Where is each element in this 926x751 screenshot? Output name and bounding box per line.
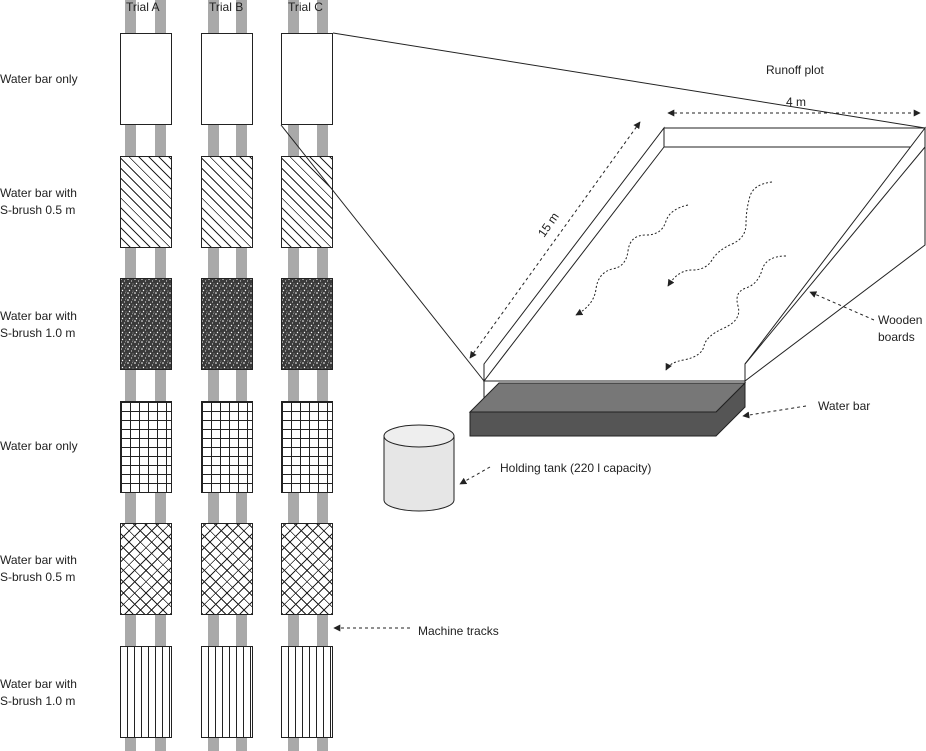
board-edge bbox=[744, 146, 926, 365]
treatment-label: Water bar only bbox=[0, 439, 78, 453]
runoff-flow-arrow bbox=[667, 181, 773, 287]
plot-blank bbox=[201, 33, 253, 125]
plot-diagonal-hatch bbox=[120, 156, 172, 248]
plot-cross-hatch bbox=[201, 523, 253, 615]
machine-track bbox=[236, 0, 247, 751]
runoff-flow-arrow bbox=[575, 204, 689, 316]
length-dimension-arrow bbox=[469, 121, 641, 359]
plot-diagonal-hatch bbox=[281, 156, 333, 248]
plot-diagonal-hatch bbox=[201, 156, 253, 248]
machine-track bbox=[288, 0, 299, 751]
machine-track bbox=[125, 0, 136, 751]
trial-a-header: Trial A bbox=[126, 0, 160, 14]
trial-b-header: Trial B bbox=[209, 0, 244, 14]
plot-blank bbox=[281, 33, 333, 125]
water-bar-top bbox=[468, 382, 747, 413]
zoom-line bbox=[280, 124, 485, 382]
plot-blank bbox=[120, 33, 172, 125]
machine-tracks-label: Machine tracks bbox=[418, 624, 499, 638]
trial-c-header: Trial C bbox=[288, 0, 323, 14]
treatment-label: Water bar only bbox=[0, 72, 78, 86]
plot-cross-hatch bbox=[120, 523, 172, 615]
plot-vertical-lines bbox=[120, 646, 172, 738]
holding-tank bbox=[383, 436, 455, 512]
machine-track bbox=[155, 0, 166, 751]
runoff-plot-label: Runoff plot bbox=[766, 63, 824, 77]
holding-tank-label: Holding tank (220 l capacity) bbox=[500, 461, 651, 475]
machine-track bbox=[208, 0, 219, 751]
plot-vertical-lines bbox=[201, 646, 253, 738]
holding-tank-top bbox=[383, 424, 455, 448]
machine-track bbox=[317, 0, 328, 751]
plot-grid bbox=[120, 401, 172, 493]
water-bar-pointer bbox=[742, 405, 807, 419]
plot-speckle bbox=[120, 278, 172, 370]
runoff-flow-arrow bbox=[665, 255, 787, 371]
length-label: 15 m bbox=[535, 210, 562, 240]
plot-vertical-lines bbox=[281, 646, 333, 738]
plot-speckle bbox=[281, 278, 333, 370]
plot-cross-hatch bbox=[281, 523, 333, 615]
plot-grid bbox=[281, 401, 333, 493]
water-bar-label: Water bar bbox=[818, 399, 870, 413]
holding-tank-pointer bbox=[459, 466, 491, 485]
width-label: 4 m bbox=[786, 95, 806, 109]
top-wooden-board bbox=[663, 127, 926, 148]
plot-grid bbox=[201, 401, 253, 493]
zoom-line bbox=[332, 32, 926, 129]
plot-speckle bbox=[201, 278, 253, 370]
right-wooden-board bbox=[744, 126, 926, 383]
